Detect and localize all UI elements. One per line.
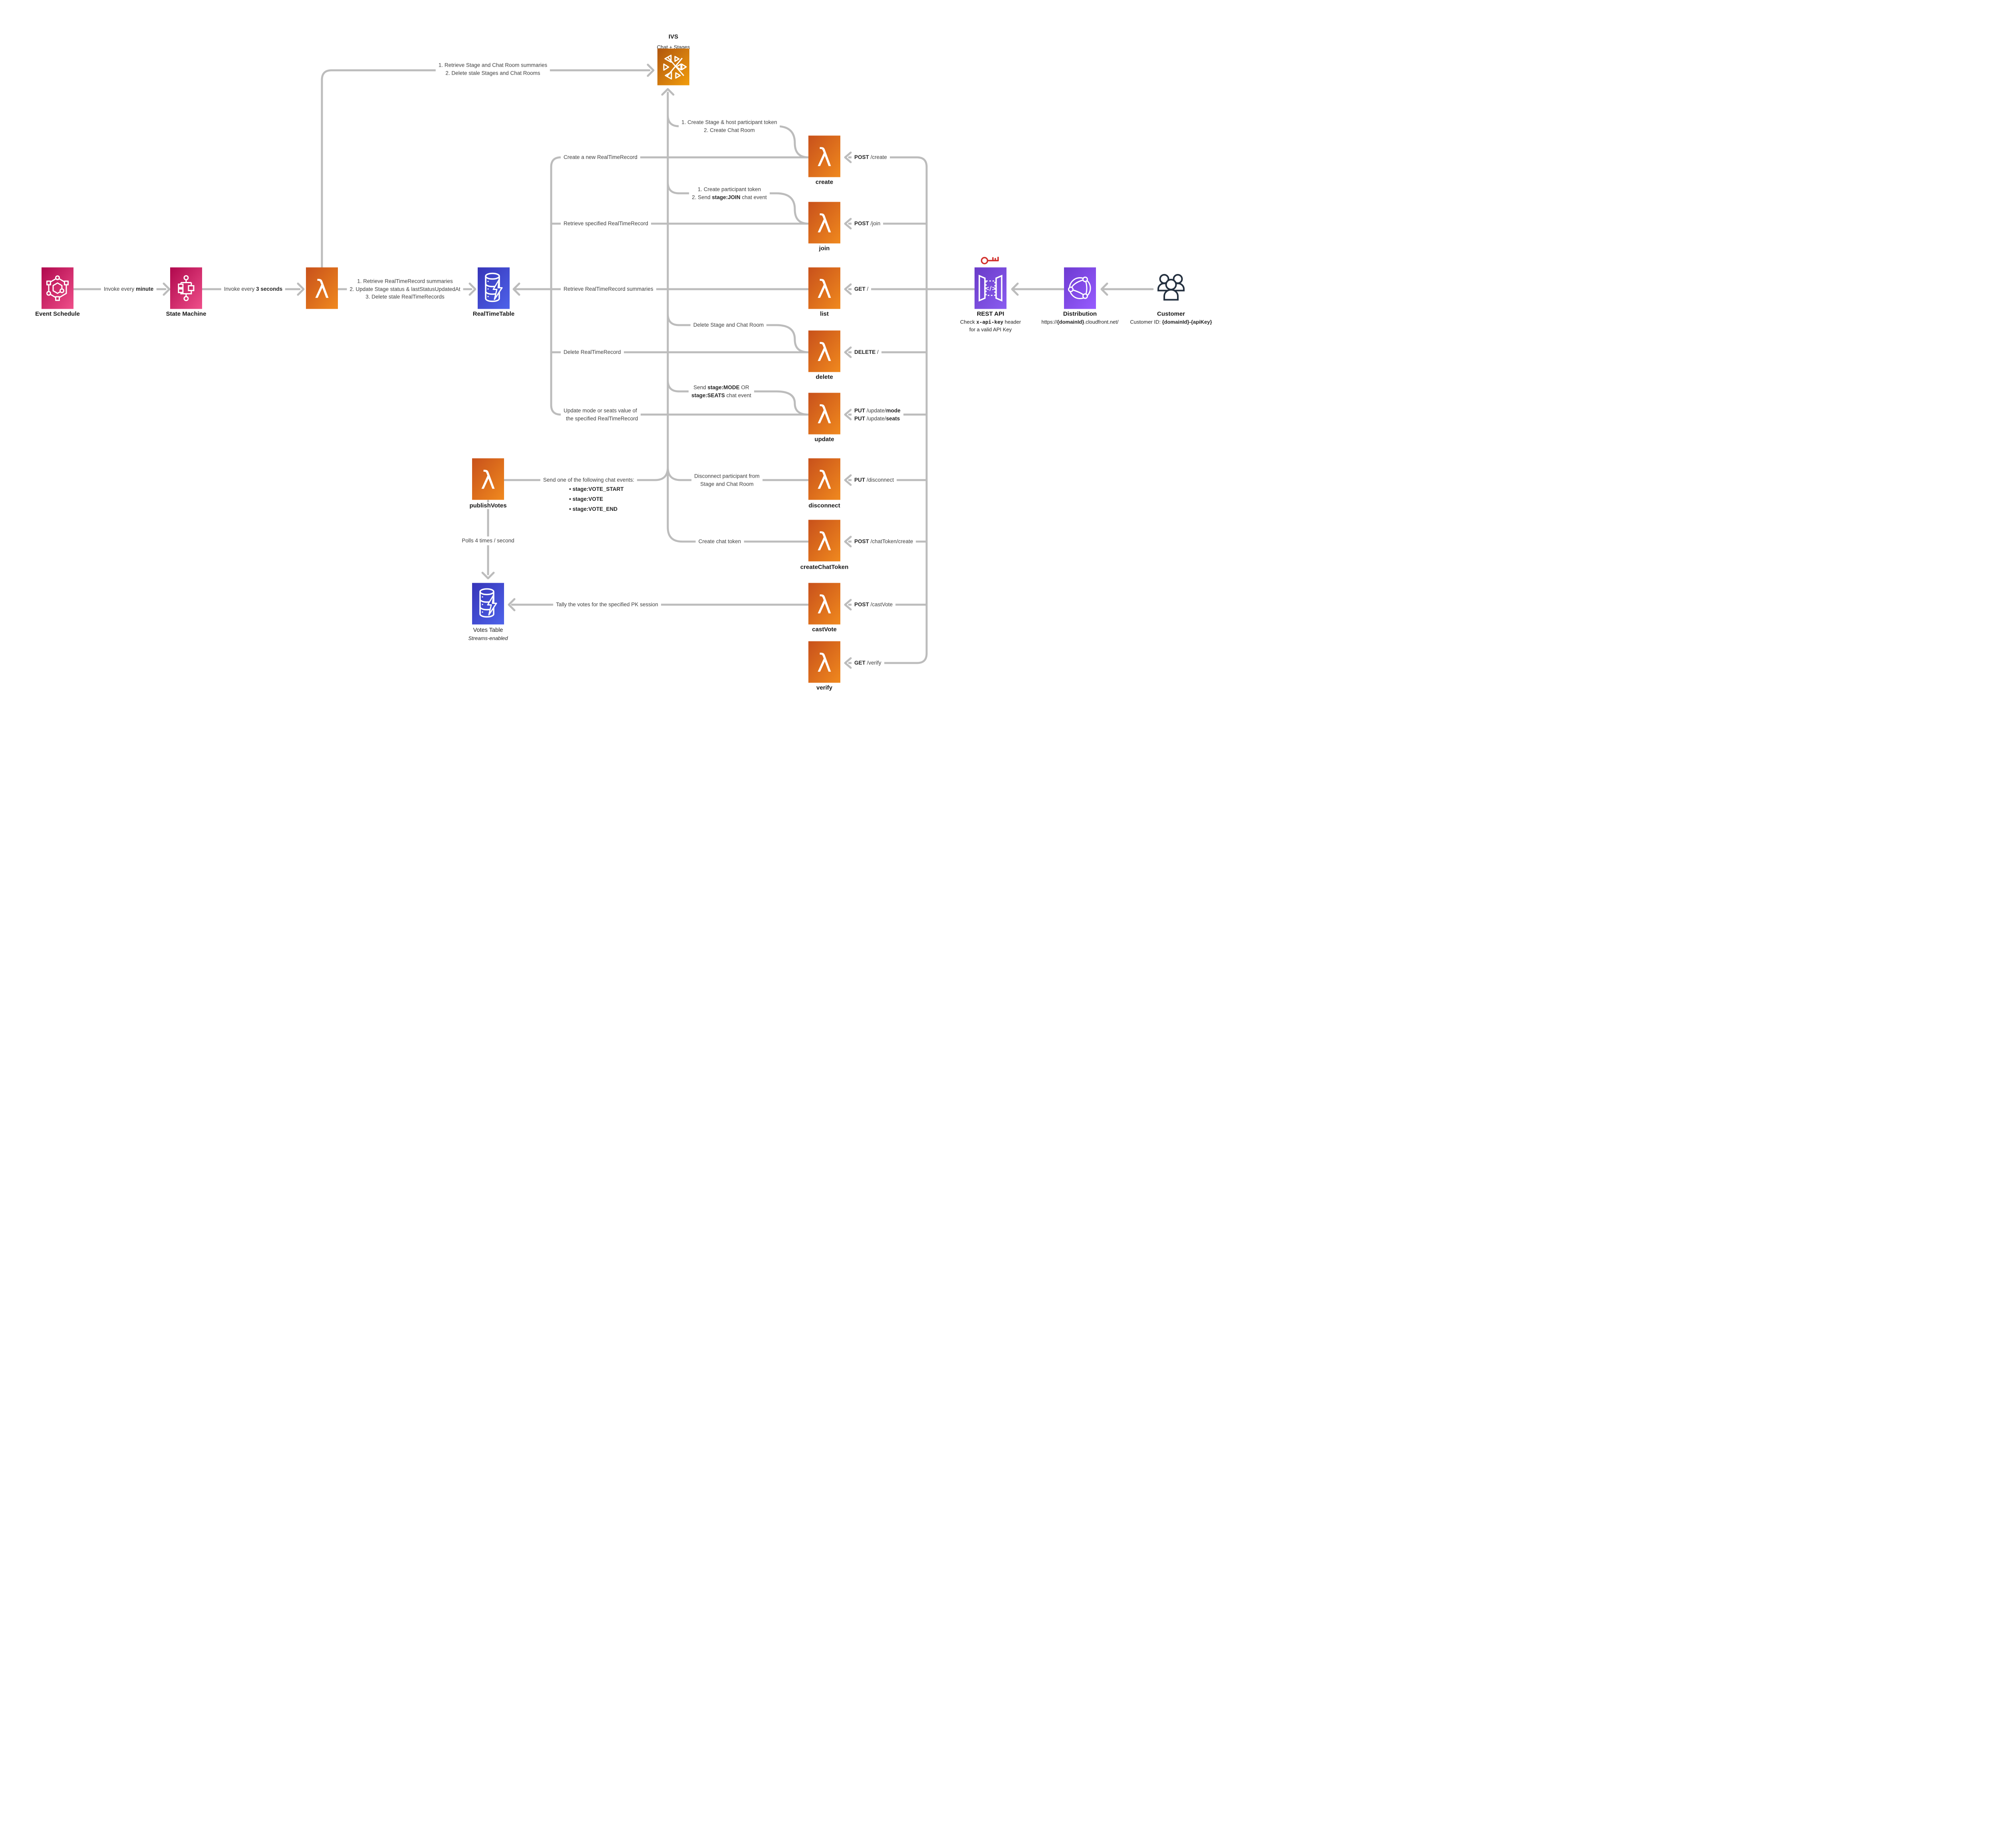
join-lambda-icon — [808, 202, 840, 246]
votes-table-label: Votes Table — [471, 627, 505, 633]
connector-lines — [72, 64, 1154, 669]
rest-api-icon — [975, 268, 1006, 311]
create-chat-token-lambda-icon — [808, 520, 840, 564]
edge-polls: Polls 4 times / second — [459, 536, 517, 545]
votes-table-sublabel: Streams-enabled — [466, 635, 510, 641]
edge-method-verify: GET /verify — [852, 659, 884, 667]
edge-sync-tasks: 1. Retrieve RealTimeRecord summaries 2. … — [347, 277, 463, 302]
edge-row-join: Retrieve specified RealTimeRecord — [561, 219, 651, 228]
disconnect-lambda-icon — [808, 459, 840, 502]
edge-method-update: PUT /update/mode PUT /update/seats — [852, 406, 903, 423]
edge-invoke-minute: Invoke every minute — [101, 285, 157, 294]
disconnect-lambda-label: disconnect — [806, 502, 842, 509]
verify-lambda-icon — [808, 641, 840, 685]
edge-ivs-tasks: 1. Retrieve Stage and Chat Room summarie… — [435, 61, 550, 77]
state-machine-label: State Machine — [164, 310, 208, 318]
update-lambda-label: update — [812, 436, 836, 443]
edge-row-create: Create a new RealTimeRecord — [561, 153, 640, 162]
edge-method-list: GET / — [852, 285, 871, 294]
publish-votes-lambda-icon — [472, 459, 504, 502]
list-lambda-label: list — [818, 310, 831, 318]
ivs-icon — [657, 49, 689, 87]
update-lambda-icon — [808, 393, 840, 437]
edge-cast-vote-desc: Tally the votes for the specified PK ses… — [553, 600, 661, 609]
rest-api-label: REST API — [975, 310, 1006, 318]
create-chat-token-lambda-label: createChatToken — [798, 564, 851, 571]
cast-vote-lambda-icon — [808, 583, 840, 627]
edge-disconnect-desc: Disconnect participant from Stage and Ch… — [691, 472, 762, 488]
distribution-label: Distribution — [1061, 310, 1099, 318]
edge-invoke-3-seconds: Invoke every 3 seconds — [221, 285, 286, 294]
edge-row-update: Update mode or seats value of the specif… — [561, 406, 641, 423]
edge-chat-token-desc: Create chat token — [695, 537, 744, 546]
edge-method-disconnect: PUT /disconnect — [852, 476, 897, 484]
edge-method-join: POST /join — [852, 219, 883, 228]
customer-label: Customer — [1155, 310, 1187, 318]
sync-lambda-icon — [306, 268, 338, 311]
create-lambda-label: create — [813, 179, 836, 186]
customer-id: Customer ID: {domainId}-{apiKey} — [1128, 319, 1214, 325]
event-schedule-label: Event Schedule — [33, 310, 82, 318]
realtime-table-label: RealTimeTable — [470, 310, 517, 318]
api-key-icon — [980, 254, 999, 268]
distribution-icon — [1064, 268, 1096, 311]
join-lambda-label: join — [817, 245, 832, 252]
edge-method-create: POST /create — [852, 153, 890, 162]
delete-lambda-icon — [808, 331, 840, 374]
edge-chat-events-title: Send one of the following chat events: — [540, 476, 637, 484]
publish-votes-label: publishVotes — [467, 502, 509, 509]
edge-join-stage: 1. Create participant token 2. Send stag… — [689, 185, 770, 202]
realtime-table-icon — [478, 268, 510, 311]
customer-icon — [1153, 268, 1189, 306]
distribution-url: https://{domainId}.cloudfront.net/ — [1040, 319, 1120, 325]
edge-method-cast-vote: POST /castVote — [852, 600, 896, 609]
rest-api-desc-line1: Check x-api-key header — [958, 319, 1023, 325]
edge-row-list: Retrieve RealTimeRecord summaries — [561, 285, 656, 294]
edge-create-stage: 1. Create Stage & host participant token… — [679, 118, 780, 135]
edge-method-delete: DELETE / — [852, 348, 881, 357]
edge-chat-events-list: • stage:VOTE_START • stage:VOTE • stage:… — [567, 484, 626, 514]
event-schedule-icon — [42, 268, 73, 311]
state-machine-icon — [170, 268, 202, 311]
edge-row-delete: Delete RealTimeRecord — [561, 348, 624, 357]
verify-lambda-label: verify — [814, 684, 835, 691]
ivs-title: IVS — [666, 33, 681, 40]
list-lambda-icon — [808, 268, 840, 311]
cast-vote-lambda-label: castVote — [810, 626, 839, 633]
architecture-diagram: Event Schedule State Machine RealTimeTab… — [0, 0, 1238, 719]
create-lambda-icon — [808, 136, 840, 179]
edge-method-chat-token: POST /chatToken/create — [852, 537, 916, 546]
edge-update-stage: Send stage:MODE OR stage:SEATS chat even… — [689, 383, 754, 400]
edge-delete-stage: Delete Stage and Chat Room — [690, 321, 767, 330]
votes-table-icon — [472, 583, 504, 627]
delete-lambda-label: delete — [814, 373, 835, 381]
rest-api-desc-line2: for a valid API Key — [967, 326, 1014, 333]
